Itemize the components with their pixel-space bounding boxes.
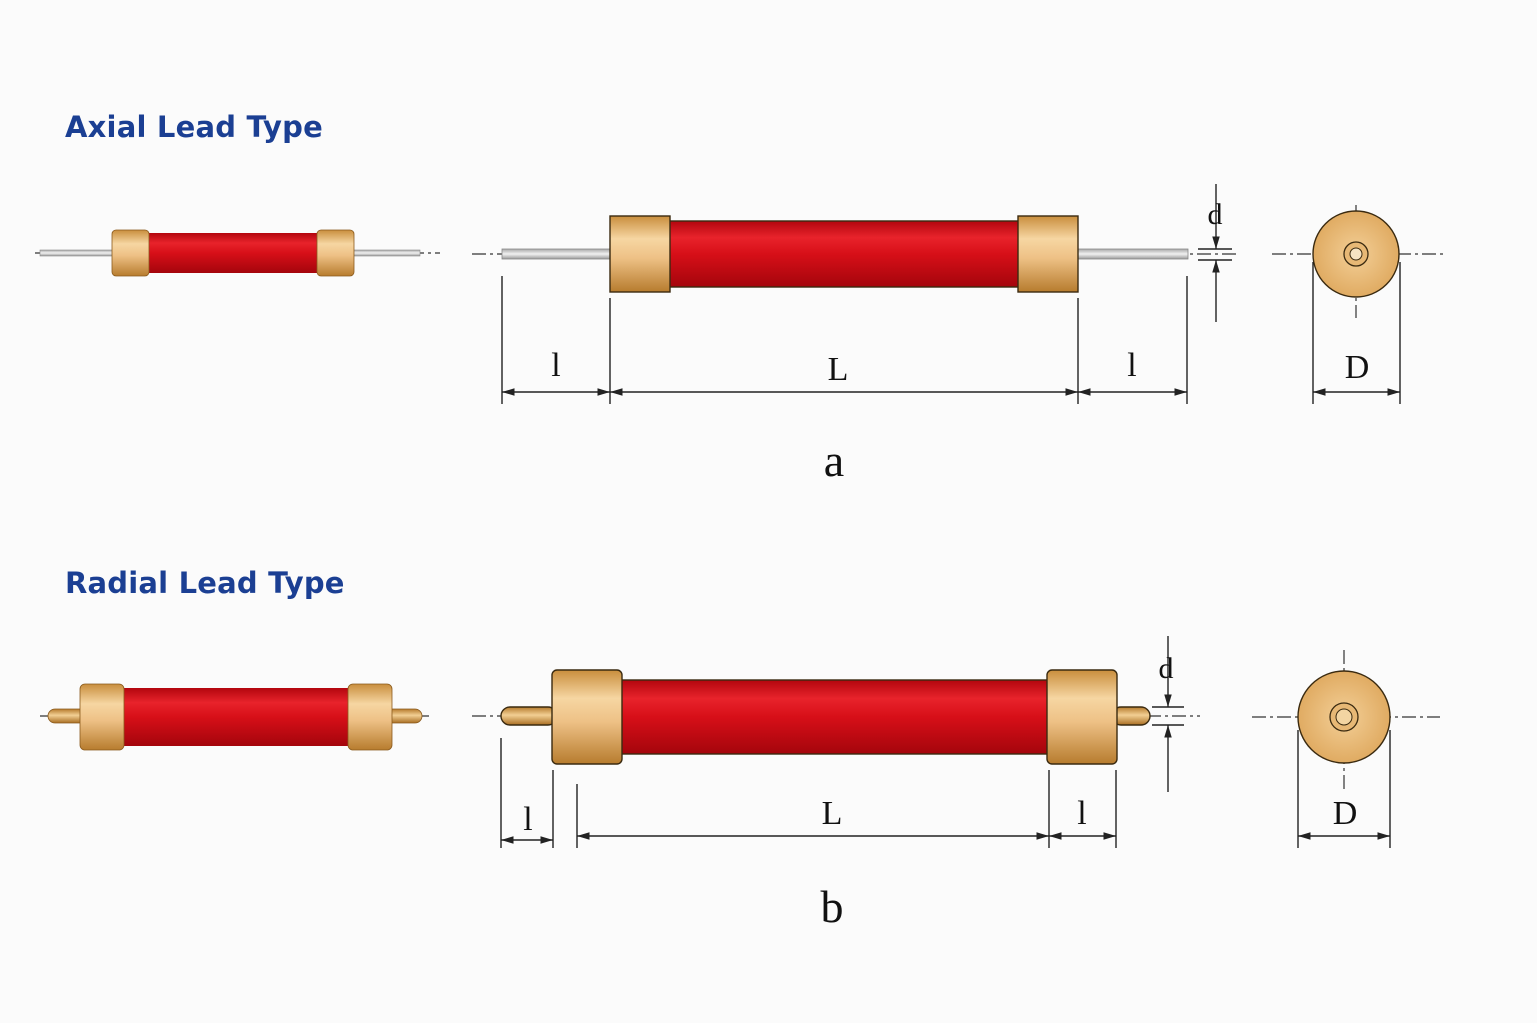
axial-small-body <box>148 233 320 273</box>
radial-small-cap-left <box>79 683 125 751</box>
radial-small-cap-right <box>347 683 393 751</box>
axial-figure-caption: a <box>824 435 844 486</box>
radial-resistor-small-view <box>40 683 432 751</box>
radial-end-pin <box>1335 708 1353 726</box>
radial-end-view: D <box>1252 650 1440 848</box>
axial-end-view: D <box>1272 205 1445 404</box>
axial-body-diameter-label: D <box>1345 349 1370 386</box>
axial-cap-left <box>609 215 671 293</box>
radial-lead-length-right-label: l <box>1077 795 1086 832</box>
radial-body <box>619 679 1051 755</box>
radial-body-diameter-label: D <box>1333 795 1358 832</box>
radial-pin-left <box>500 706 558 726</box>
axial-resistor-dimension-view: l L l d <box>472 184 1240 404</box>
axial-small-cap-right <box>316 229 355 277</box>
radial-resistor-dimension-view: l L l d <box>472 636 1200 848</box>
axial-end-lead <box>1349 247 1363 261</box>
radial-section-title: Radial Lead Type <box>65 566 345 600</box>
radial-lead-length-left-label: l <box>523 801 532 838</box>
axial-lead-left <box>501 248 613 260</box>
axial-lead-length-right-label: l <box>1127 347 1136 384</box>
radial-cap-left <box>551 669 623 765</box>
axial-resistor-small-view <box>35 229 440 277</box>
axial-cap-right <box>1017 215 1079 293</box>
axial-lead-length-left-label: l <box>551 347 560 384</box>
radial-lead-diameter-label: d <box>1159 652 1174 685</box>
radial-figure-caption: b <box>821 881 844 932</box>
axial-body <box>667 220 1021 288</box>
axial-lead-right <box>1075 248 1189 260</box>
axial-small-cap-left <box>111 229 150 277</box>
axial-lead-diameter-label: d <box>1208 198 1223 231</box>
radial-small-body <box>120 688 352 746</box>
radial-body-length-label: L <box>822 795 843 832</box>
radial-cap-right <box>1046 669 1118 765</box>
axial-section-title: Axial Lead Type <box>65 110 323 144</box>
axial-body-length-label: L <box>828 351 849 388</box>
